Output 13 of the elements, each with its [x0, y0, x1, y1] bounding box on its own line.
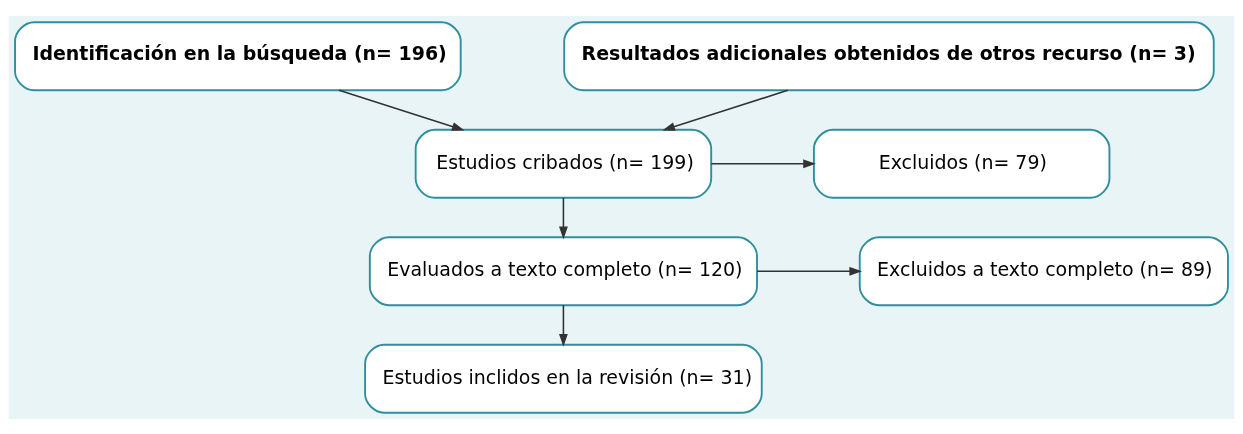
- node-box: Evaluados a texto completo (n= 120): [368, 235, 758, 306]
- node-box: Estudios inclidos en la revisión (n= 31): [364, 343, 763, 414]
- arrow: [710, 158, 816, 168]
- node-box: Identificación en la búsqueda (n= 196): [14, 20, 462, 91]
- arrow: [662, 89, 789, 131]
- node-box: Excluidos a texto completo (n= 89): [858, 235, 1229, 306]
- arrow: [756, 266, 863, 276]
- arrow: [559, 303, 568, 347]
- node-box: Excluidos (n= 79): [812, 128, 1111, 199]
- arrow: [338, 89, 465, 131]
- node-box: Estudios cribados (n= 199): [414, 128, 713, 199]
- arrow: [559, 196, 568, 239]
- node-box: Resultados adicionales obtenidos de otros recurso (n= 3): [563, 20, 1215, 91]
